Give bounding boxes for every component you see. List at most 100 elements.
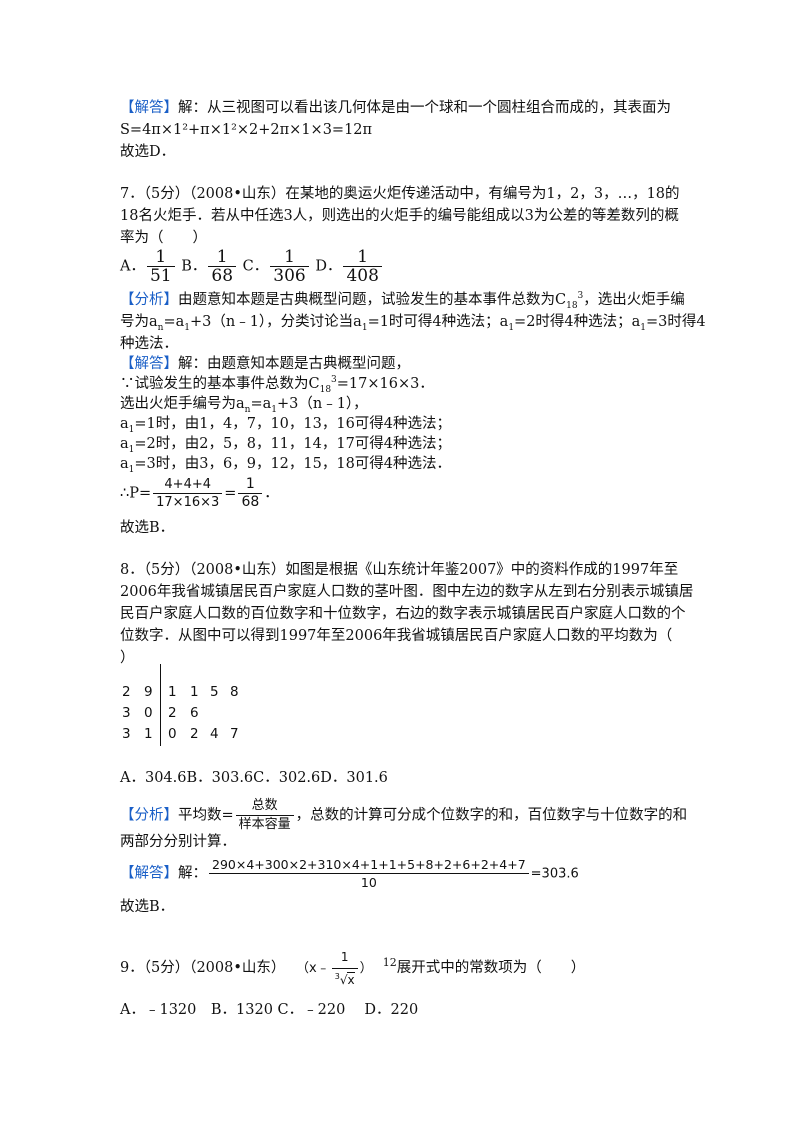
fraction-denominator: 样本容量 [235, 815, 294, 834]
leaf-digit: 1 [190, 684, 199, 700]
q7-answer-line-5: a1=2时，由2，5，8，11，14，17可得4种选法； [120, 436, 452, 455]
q9-options: A．﹣1320 B．1320 C．﹣220 D．220 [120, 1002, 419, 1018]
leaf-digit: 4 [210, 726, 219, 742]
q8-choose: 故选B． [120, 899, 175, 915]
q7-answer-line-6: a1=3时，由3，6，9，12，15，18可得4种选法． [120, 456, 452, 475]
subscript: 1 [640, 322, 647, 333]
stem-text: 9．（5分）（2008•山东） [120, 960, 286, 976]
leaf-digit: 7 [230, 726, 239, 742]
option-label: D． [315, 258, 342, 275]
q7-analysis-line-3: 种选法． [120, 336, 178, 352]
q7-answer-line-1: 【解答】解：由题意知本题是古典概型问题， [120, 354, 410, 374]
radicand: x [347, 972, 355, 987]
answer-text: 解：从三视图可以看出该几何体是由一个球和一个圆柱组合而成的，其表面为 [178, 100, 671, 116]
q7-analysis-line-1: 【分析】由题意知本题是古典概型问题，试验发生的基本事件总数为C183，选出火炬手… [120, 290, 685, 311]
q7-answer-line-2: ∵试验发生的基本事件总数为C183=17×16×3． [120, 374, 434, 395]
fraction-denominator: 51 [146, 266, 175, 285]
subscript: n [157, 322, 164, 333]
answer-tag: 【解答】 [120, 865, 178, 882]
exponent: 12 [382, 956, 397, 970]
q7-analysis-line-2: 号为an=a1+3（n﹣1），分类讨论当a1=1时可得4种选法；a1=2时得4种… [120, 312, 706, 332]
answer-text: =a [250, 396, 272, 412]
answer-text: 选出火炬手编号为a [120, 396, 245, 412]
analysis-tag: 【分析】 [120, 292, 178, 308]
answer-text: =3时，由3，6，9，12，15，18可得4种选法． [134, 456, 452, 472]
answer-text: 解： [178, 865, 207, 882]
fraction-denominator: 68 [208, 266, 237, 285]
subscript: 1 [508, 322, 515, 333]
leaf-digit: 0 [168, 726, 177, 742]
q7-answer-line-3: 选出火炬手编号为an=a1+3（n﹣1）， [120, 394, 368, 414]
superscript: 3 [577, 291, 584, 302]
root-index: 3 [334, 972, 340, 981]
q8-options: A．304.6B．303.6C．302.6D．301.6 [120, 770, 388, 786]
q8-stem-line-4: 位数字．从图中可以得到1997年至2006年我省城镇居民百户家庭人口数的平均数为… [120, 628, 673, 644]
leaf-digit: 2 [190, 726, 199, 742]
subscript: 1 [271, 404, 277, 415]
analysis-text: ，总数的计算可分成个位数字的和，百位数字与十位数字的和 [295, 807, 688, 824]
fraction-denominator: 306 [270, 266, 309, 285]
leaf-digit: 2 [168, 705, 177, 721]
q6-choose: 故选D． [120, 144, 176, 160]
leaf-digit: 1 [168, 684, 177, 700]
fraction-numerator: 290×4+300×2+310×4+1+1+5+8+2+6+2+4+7 [212, 857, 526, 872]
subscript: n [244, 404, 251, 415]
q8-stem-line-1: 8．（5分）（2008•山东）如图是根据《山东统计年鉴2007》中的资料作成的1… [120, 562, 679, 578]
answer-result: =303.6 [530, 866, 579, 882]
answer-text: ∵试验发生的基本事件总数为C [120, 376, 320, 392]
q6-answer-line: 【解答】解：从三视图可以看出该几何体是由一个球和一个圆柱组合而成的，其表面为 [120, 98, 671, 118]
analysis-text: 由题意知本题是古典概型问题，试验发生的基本事件总数为C [178, 292, 567, 308]
fraction-numerator: 总数 [251, 798, 278, 813]
option-label: B． [181, 258, 207, 275]
analysis-text: =a [163, 314, 185, 330]
analysis-text: 平均数= [178, 807, 234, 824]
q7-stem-line-2: 18名火炬手．若从中任选3人，则选出的火炬手的编号能组成以3为公差的等差数列的概 [120, 208, 679, 224]
fraction-denominator: 3√x [331, 968, 358, 991]
p-prefix: ∴P= [120, 485, 152, 502]
answer-text: =17×16×3． [336, 376, 434, 392]
answer-text: =1时，由1，4，7，10，13，16可得4种选法； [134, 416, 452, 432]
fraction-denominator: 408 [343, 266, 382, 285]
stem-digit: 1 [144, 726, 153, 742]
answer-tag: 【解答】 [120, 356, 178, 372]
stem-text: 展开式中的常数项为（ ） [396, 960, 586, 976]
option-label: C． [242, 258, 269, 275]
fraction-numerator: 1 [357, 247, 369, 267]
fraction-denominator: 68 [238, 493, 263, 511]
mean-fraction: 总数样本容量 [235, 797, 294, 834]
fraction-numerator: 1 [245, 476, 255, 492]
analysis-text: +3（n﹣1），分类讨论当a [189, 314, 362, 330]
fraction-numerator: 1 [155, 247, 167, 267]
expr-fraction: 1 3√x [331, 946, 358, 991]
fraction-denominator: 10 [209, 873, 529, 891]
analysis-text: =2时得4种选法；a [514, 314, 641, 330]
analysis-text: ，选出火炬手编 [583, 292, 685, 308]
fraction-denominator: 17×16×3 [153, 493, 223, 511]
q8-stem-line-5: ） [120, 650, 135, 666]
analysis-tag: 【分析】 [120, 807, 178, 824]
stem-digit: 2 [122, 684, 131, 700]
answer-text: =2时，由2，5，8，11，14，17可得4种选法； [134, 436, 452, 452]
analysis-text: 号为a [120, 314, 158, 330]
answer-text: 解：由题意知本题是古典概型问题， [178, 356, 410, 372]
answer-tag: 【解答】 [120, 100, 178, 116]
q8-analysis-line-2: 两部分分别计算． [120, 834, 236, 850]
analysis-text: =1时可得4种选法；a [367, 314, 509, 330]
q7-stem-line-3: 率为（ ） [120, 230, 207, 246]
stem-leaf-row: 2 9 1 1 5 8 [122, 684, 282, 706]
fraction-numerator: 1 [340, 950, 349, 964]
fraction-numerator: 1 [284, 247, 295, 267]
subscript: 1 [361, 322, 368, 333]
stem-leaf-row: 3 0 2 6 [122, 705, 282, 727]
period: ． [264, 485, 279, 502]
stem-digit: 3 [122, 726, 131, 742]
q8-stem-line-2: 2006年我省城镇居民百户家庭人口数的茎叶图．图中左边的数字从左到右分别表示城镇… [120, 584, 694, 600]
q8-stem-line-3: 民百户家庭人口数的百位数字和十位数字，右边的数字表示城镇居民百户家庭人口数的个 [120, 606, 686, 622]
expr-close: ） [359, 961, 373, 976]
